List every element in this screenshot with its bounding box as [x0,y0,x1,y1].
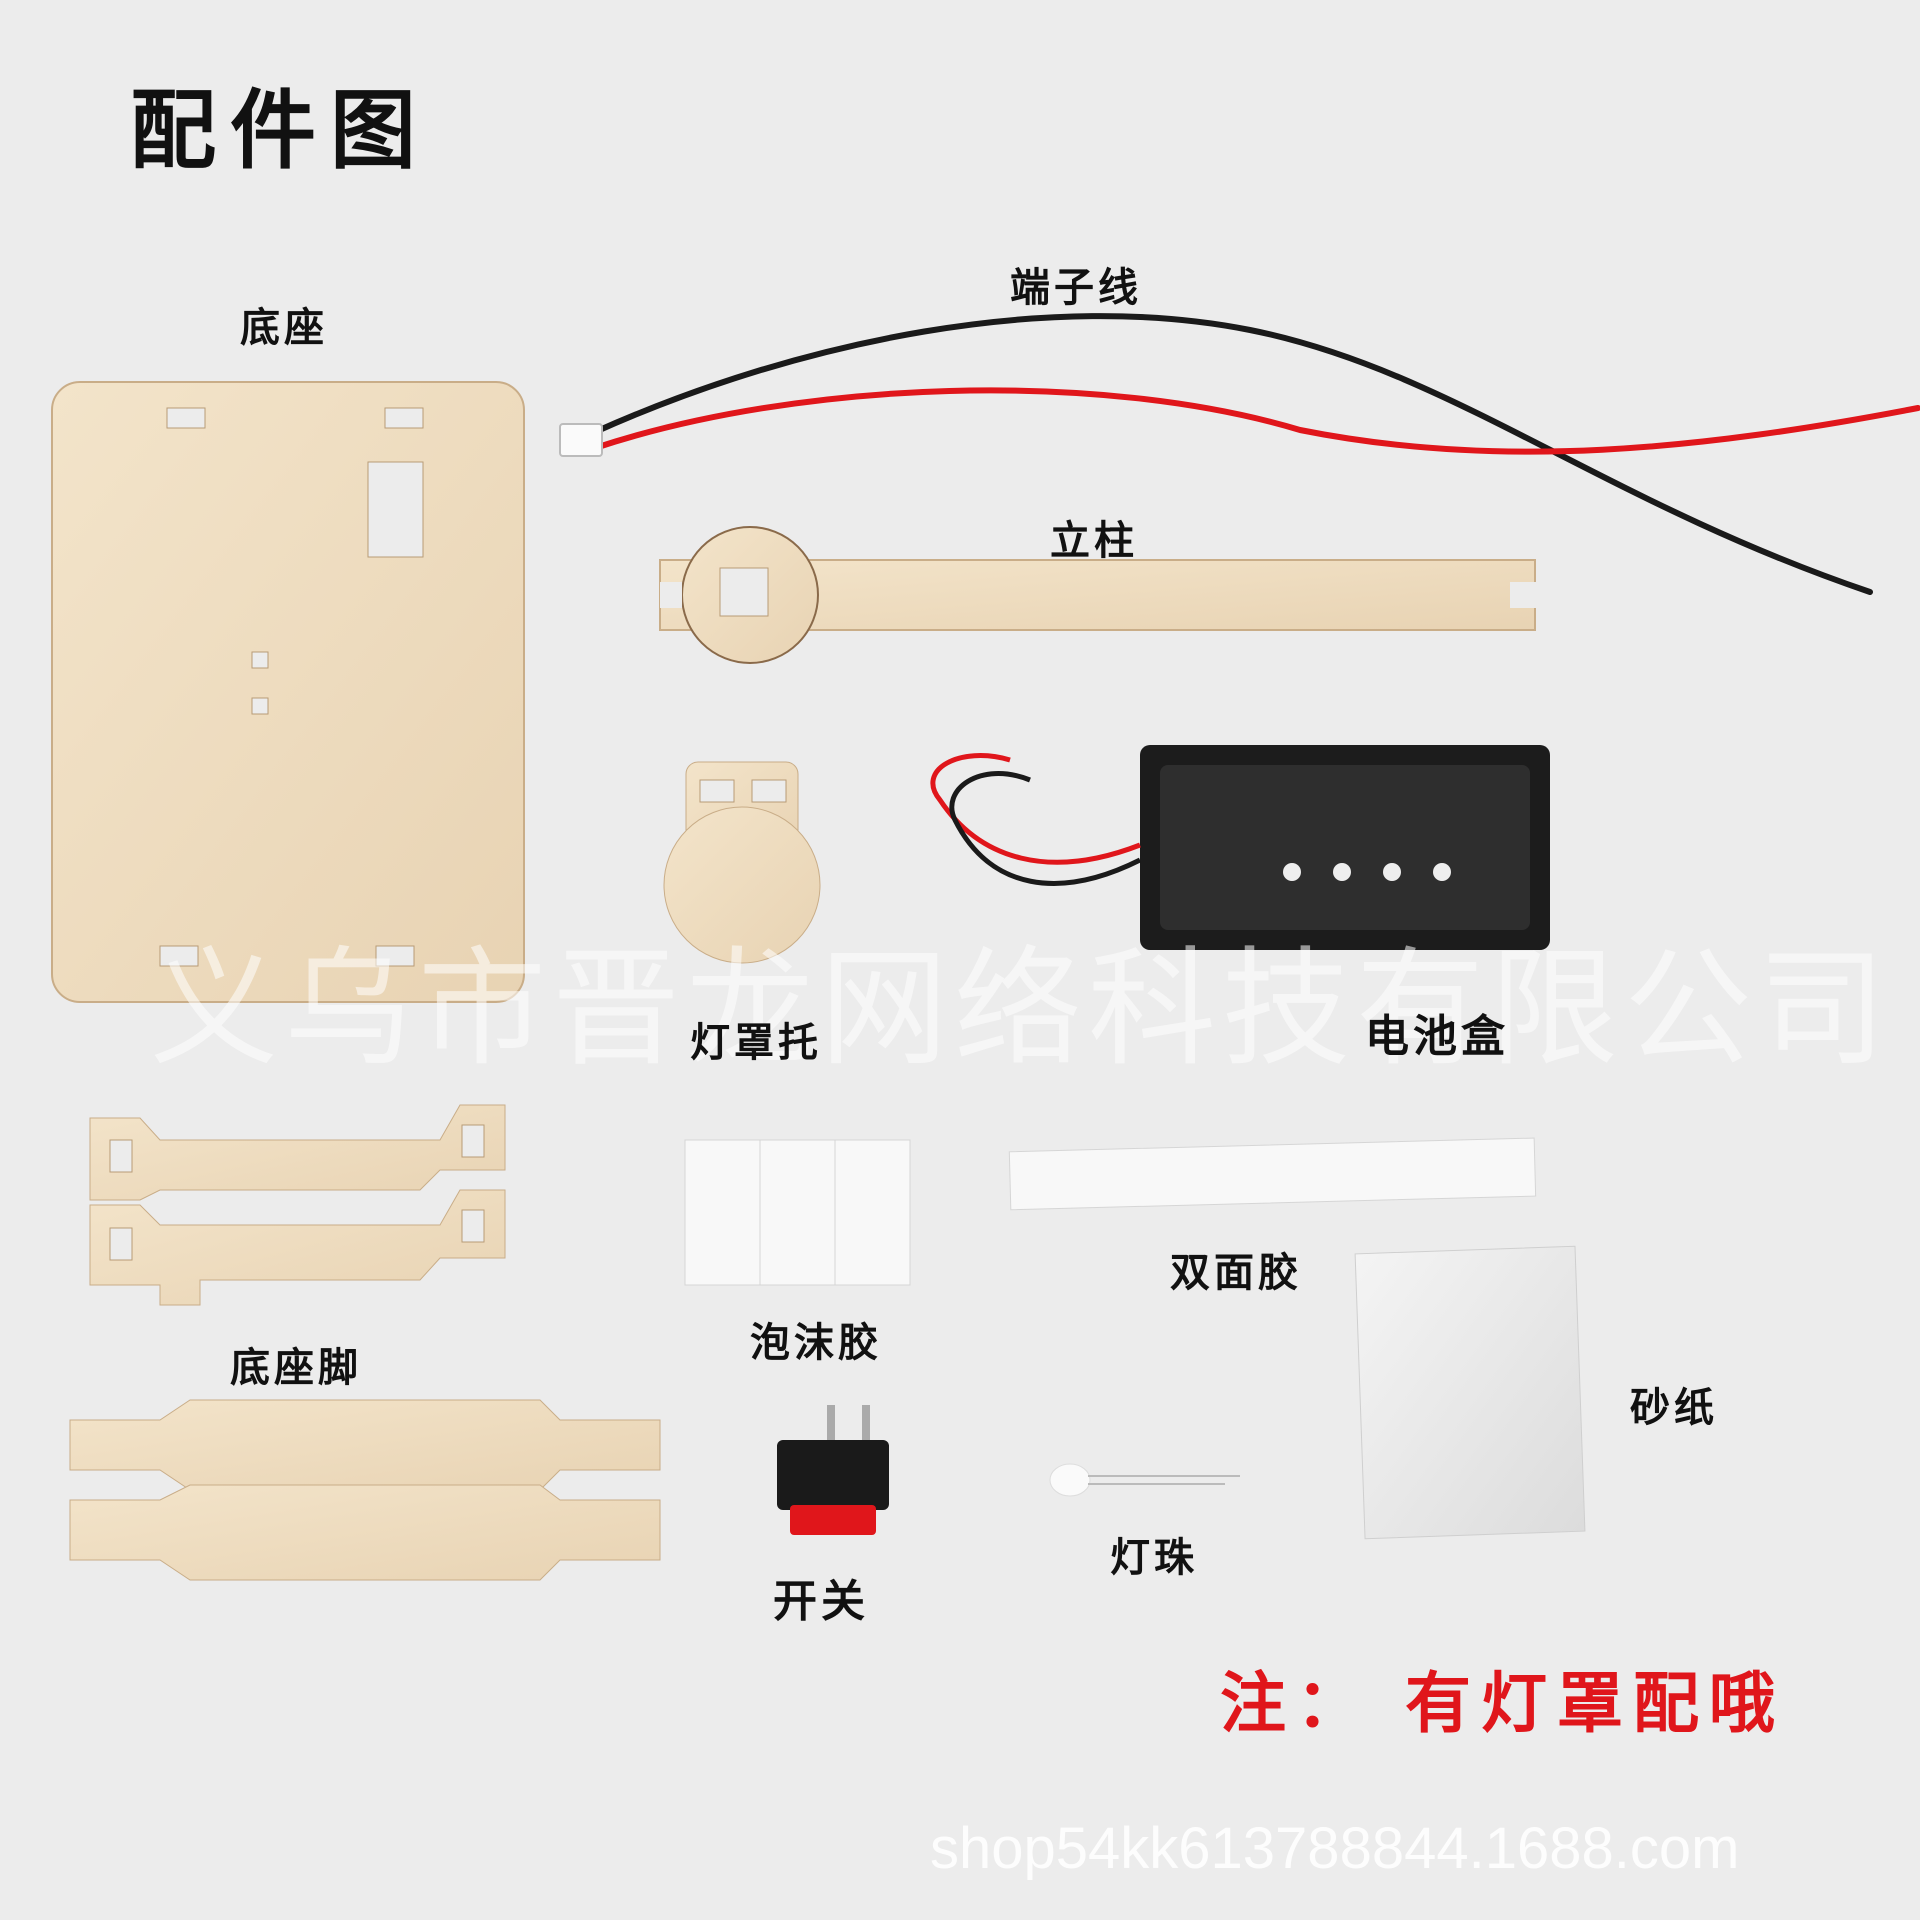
led-bead [1049,1463,1240,1497]
double-tape [1008,1137,1537,1211]
watermark: 义乌市晋龙网络科技有限公司 [150,935,1893,1084]
label-foam-tape: 泡沫胶 [750,1319,882,1366]
shop-url: shop54kk613788844.1688.com [930,1816,1740,1881]
sandpaper [1354,1245,1586,1540]
page-title: 配件图 [130,80,430,181]
note-text: 注： 有灯罩配哦 [1220,1664,1785,1742]
base-feet-bottom [69,1399,661,1581]
label-base: 底座 [240,304,328,351]
label-led: 灯珠 [1110,1534,1198,1581]
base-plate [51,381,525,1003]
battery-box [930,745,1550,950]
label-wire: 端子线 [1010,264,1142,311]
label-switch: 开关 [773,1576,869,1627]
base-feet-top [89,1104,506,1306]
label-battery-box: 电池盒 [1365,1011,1509,1062]
terminal-wire [559,313,1920,595]
label-base-feet: 底座脚 [230,1344,362,1391]
foam-tape [684,1139,911,1286]
label-double-tape: 双面胶 [1170,1249,1302,1296]
rocker-switch [777,1405,889,1535]
label-sandpaper: 砂纸 [1630,1384,1718,1431]
label-pillar: 立柱 [1050,517,1138,564]
pillar [659,526,1536,664]
label-lamp-holder: 灯罩托 [690,1019,822,1066]
lamp-holder [663,761,821,964]
